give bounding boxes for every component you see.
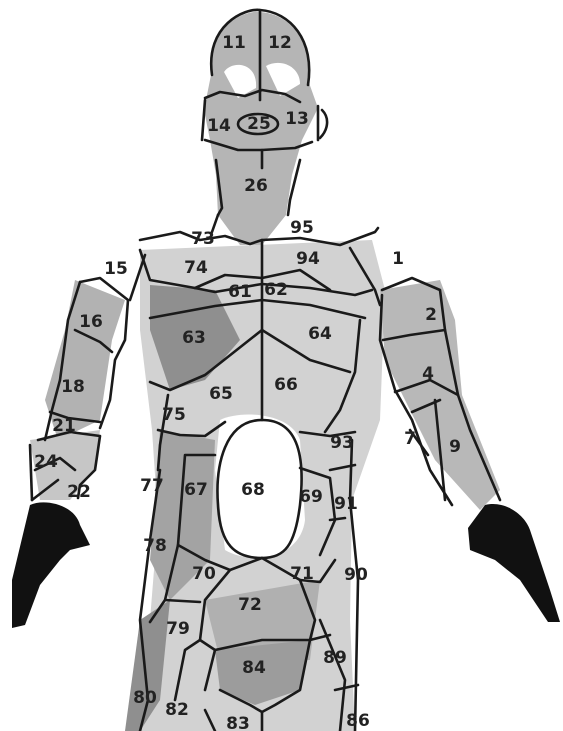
region-label-94: 94 <box>296 249 320 269</box>
region-label-91: 91 <box>334 494 358 514</box>
region-label-95: 95 <box>290 218 314 238</box>
region-label-71: 71 <box>290 564 314 584</box>
region-label-7: 7 <box>404 429 416 449</box>
region-label-4: 4 <box>422 364 434 384</box>
region-label-13: 13 <box>285 109 309 129</box>
region-label-2: 2 <box>425 305 437 325</box>
region-label-64: 64 <box>308 324 332 344</box>
region-label-15: 15 <box>104 259 128 279</box>
region-label-78: 78 <box>143 536 167 556</box>
region-label-25: 25 <box>247 114 271 134</box>
region-label-90: 90 <box>344 565 368 585</box>
region-label-80: 80 <box>133 688 157 708</box>
region-label-1: 1 <box>392 249 404 269</box>
region-label-77: 77 <box>140 476 164 496</box>
region-label-75: 75 <box>162 405 186 425</box>
region-label-21: 21 <box>52 416 76 436</box>
region-label-16: 16 <box>79 312 103 332</box>
region-label-66: 66 <box>274 375 298 395</box>
region-label-73: 73 <box>191 229 215 249</box>
region-label-22: 22 <box>67 482 91 502</box>
region-label-86: 86 <box>346 711 370 731</box>
region-label-72: 72 <box>238 595 262 615</box>
region-label-68: 68 <box>241 480 265 500</box>
region-label-67: 67 <box>184 480 208 500</box>
region-label-61: 61 <box>228 282 252 302</box>
left-hand <box>12 502 90 628</box>
region-label-93: 93 <box>330 433 354 453</box>
region-label-84: 84 <box>242 658 266 678</box>
region-label-24: 24 <box>34 452 58 472</box>
region-label-89: 89 <box>323 648 347 668</box>
right-hand <box>468 504 560 622</box>
region-label-65: 65 <box>209 384 233 404</box>
region-label-83: 83 <box>226 714 250 731</box>
region-label-26: 26 <box>244 176 268 196</box>
region-label-62: 62 <box>264 280 288 300</box>
region-label-18: 18 <box>61 377 85 397</box>
region-label-14: 14 <box>207 116 231 136</box>
region-label-69: 69 <box>299 487 323 507</box>
region-label-79: 79 <box>166 619 190 639</box>
region-label-12: 12 <box>268 33 292 53</box>
region-label-11: 11 <box>222 33 246 53</box>
region-label-70: 70 <box>192 564 216 584</box>
region-label-63: 63 <box>182 328 206 348</box>
region-label-82: 82 <box>165 700 189 720</box>
region-label-74: 74 <box>184 258 208 278</box>
region-label-9: 9 <box>449 437 461 457</box>
